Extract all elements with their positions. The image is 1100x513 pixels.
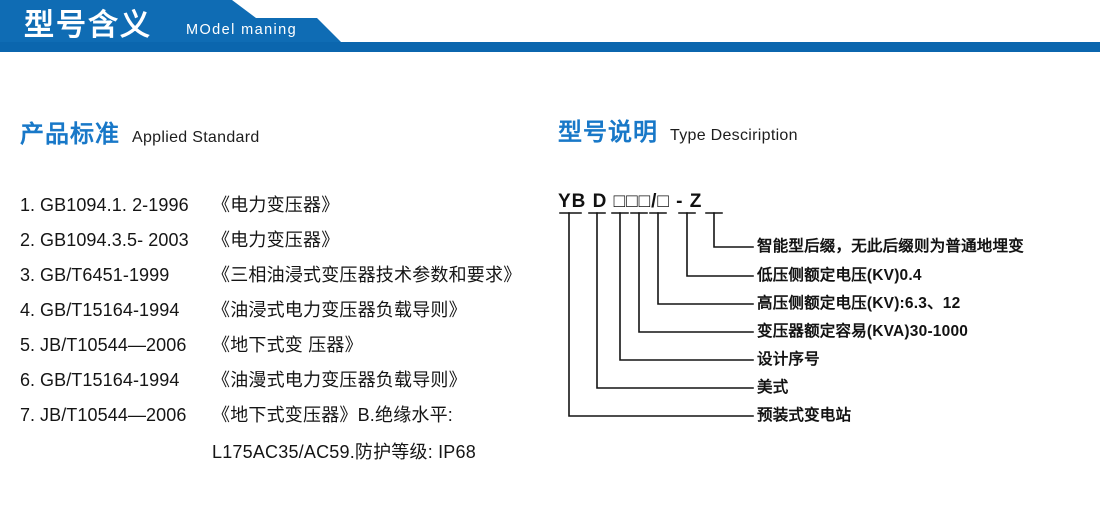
section-heading-en: Type Desciription: [670, 127, 798, 144]
type-label-substation: 预装式变电站: [757, 407, 852, 424]
section-heading-cn: 型号说明: [558, 119, 658, 146]
list-item: 4.GB/T15164-1994 《油浸式电力变压器负载导则》: [20, 293, 560, 328]
standards-list: 1.GB1094.1. 2-1996 《电力变压器》 2.GB1094.3.5- …: [20, 188, 560, 471]
leader-lines: [559, 212, 754, 417]
type-label-american: 美式: [757, 379, 789, 396]
standard-name: 《三相油浸式变压器技术参数和要求》: [212, 265, 522, 285]
section-heading-cn: 产品标准: [20, 121, 120, 148]
header-title-cn: 型号含义: [24, 9, 152, 42]
standard-code: GB/T15164-1994: [40, 300, 180, 320]
model-code-diagram: YB D □□□/□ - Z: [548, 180, 1100, 440]
header-banner-shape: [0, 0, 1100, 52]
standard-code: GB1094.1. 2-1996: [40, 195, 189, 215]
standard-index: 6.: [20, 370, 36, 390]
standard-index: 4.: [20, 300, 36, 320]
header-banner: 型号含义 MOdel maning: [0, 0, 1100, 52]
standard-code: JB/T10544—2006: [40, 405, 187, 425]
model-code-text: YB D □□□/□ - Z: [558, 191, 703, 212]
type-label-capacity: 变压器额定容易(KVA)30-1000: [757, 323, 969, 340]
standard-code: GB/T6451-1999: [40, 265, 170, 285]
list-item-continuation: L175AC35/AC59.防护等级: IP68: [20, 433, 560, 471]
standard-name: 《地下式变 压器》: [212, 335, 363, 355]
standard-name: 《地下式变压器》B.绝缘水平:: [212, 405, 454, 425]
standard-index: 1.: [20, 195, 36, 215]
type-label-lv-voltage: 低压侧额定电压(KV)0.4: [757, 267, 922, 284]
standard-name-continuation: L175AC35/AC59.防护等级: IP68: [212, 442, 476, 462]
list-item: 1.GB1094.1. 2-1996 《电力变压器》: [20, 188, 560, 223]
standard-name: 《电力变压器》: [212, 230, 340, 250]
standard-index: 5.: [20, 335, 36, 355]
section-heading-type-description: 型号说明 Type Desciription: [558, 112, 798, 147]
standard-code: GB1094.3.5- 2003: [40, 230, 189, 250]
list-item: 6.GB/T15164-1994 《油漫式电力变压器负载导则》: [20, 363, 560, 398]
section-heading-en: Applied Standard: [132, 129, 260, 146]
standard-index: 7.: [20, 405, 36, 425]
standard-name: 《油浸式电力变压器负载导则》: [212, 300, 467, 320]
list-item: 5.JB/T10544—2006 《地下式变 压器》: [20, 328, 560, 363]
standard-name: 《油漫式电力变压器负载导则》: [212, 370, 467, 390]
standard-name: 《电力变压器》: [212, 195, 340, 215]
list-item: 7.JB/T10544—2006 《地下式变压器》B.绝缘水平:: [20, 398, 560, 433]
header-title-en: MOdel maning: [186, 22, 298, 38]
type-label-design-serial: 设计序号: [757, 351, 820, 368]
standard-index: 3.: [20, 265, 36, 285]
standard-code: JB/T10544—2006: [40, 335, 187, 355]
type-label-suffix: 智能型后缀，无此后缀则为普通地埋变: [757, 238, 1024, 255]
model-code-string: YB D □□□/□ - Z: [558, 190, 702, 214]
section-heading-applied-standard: 产品标准 Applied Standard: [20, 114, 260, 149]
type-label-hv-voltage: 高压侧额定电压(KV):6.3、12: [757, 295, 961, 312]
standard-code: GB/T15164-1994: [40, 370, 180, 390]
list-item: 2.GB1094.3.5- 2003 《电力变压器》: [20, 223, 560, 258]
list-item: 3.GB/T6451-1999 《三相油浸式变压器技术参数和要求》: [20, 258, 560, 293]
standard-index: 2.: [20, 230, 36, 250]
